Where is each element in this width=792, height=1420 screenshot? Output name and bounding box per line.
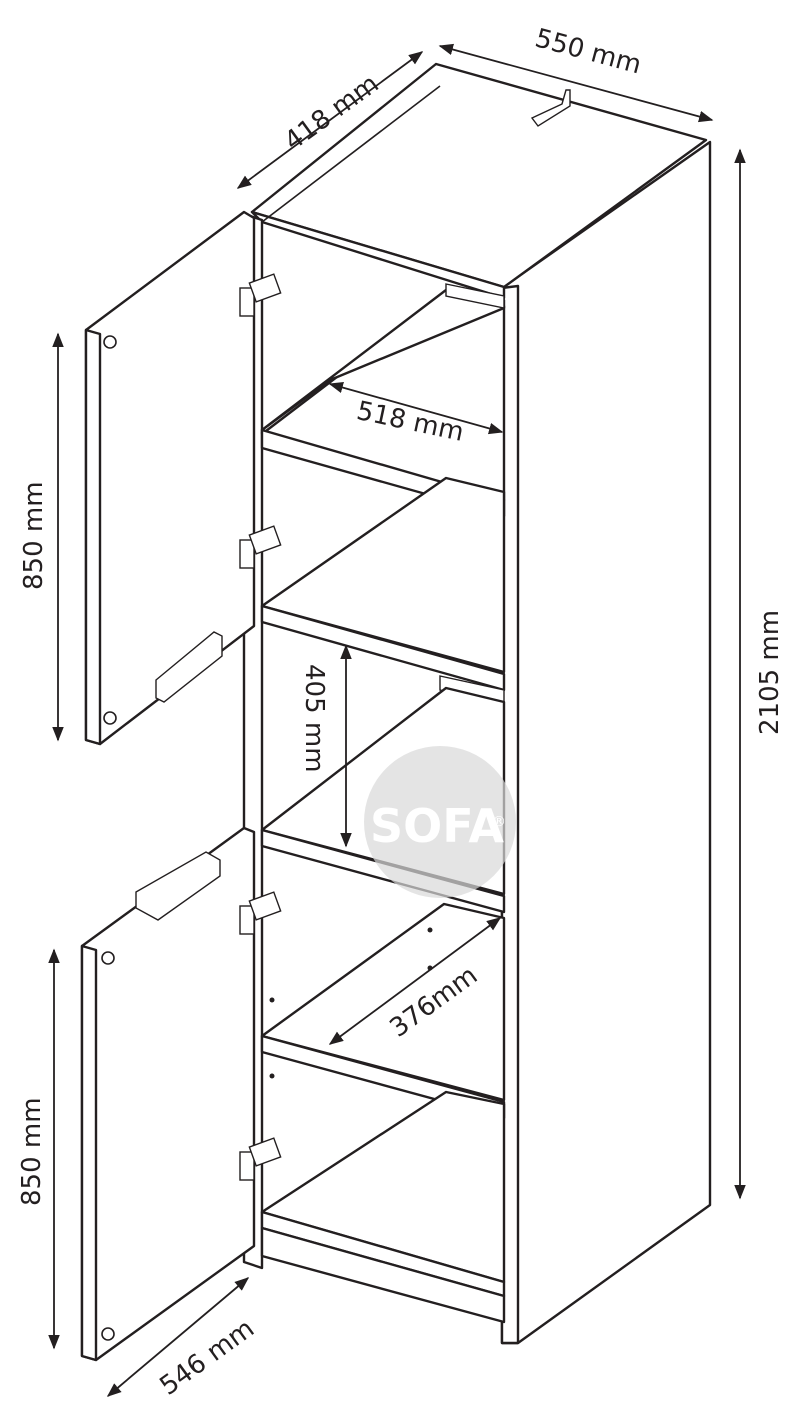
plinth: [260, 1226, 506, 1324]
dim-line-depth-top: [438, 43, 714, 123]
shelf-1-cleat: [445, 283, 505, 309]
lower-door-hole-top: [101, 951, 115, 965]
hinge-icon: [239, 525, 282, 569]
watermark-text: SOFA: [370, 799, 504, 853]
lower-door-edge: [80, 944, 98, 1362]
dim-lower-door: 850 mm: [17, 1097, 47, 1206]
upper-door-hole-top: [103, 335, 117, 349]
dim-line-width-top: [236, 51, 424, 189]
dim-line-base-width: [106, 1277, 250, 1397]
pin-hole: [269, 1073, 275, 1079]
lower-door-bracket: [135, 851, 221, 921]
upper-door-edge: [84, 328, 102, 746]
upper-door-hole-bottom: [103, 711, 117, 725]
shelf-2-top: [260, 476, 506, 674]
pin-hole: [269, 997, 275, 1003]
hinge-icon: [239, 273, 282, 317]
dim-height-total: 2105 mm: [755, 610, 785, 735]
upper-door-bracket: [155, 631, 223, 703]
dim-line-lower-inner-depth: [328, 917, 502, 1045]
hinge-icon: [239, 891, 282, 935]
dim-shelf-gap: 405 mm: [299, 664, 329, 773]
watermark-mark: ®: [492, 814, 506, 830]
sofa-watermark: SOFA ®: [364, 746, 516, 898]
dim-base-width: 546 mm: [154, 1314, 259, 1402]
hinge-icon: [239, 1137, 282, 1181]
upper-door: [84, 210, 256, 746]
right-side-panel: [500, 140, 712, 1345]
pin-hole: [427, 927, 433, 933]
dim-upper-door: 850 mm: [19, 481, 49, 590]
dim-line-inner-depth: [328, 381, 504, 435]
dim-depth-top: 550 mm: [532, 23, 645, 80]
